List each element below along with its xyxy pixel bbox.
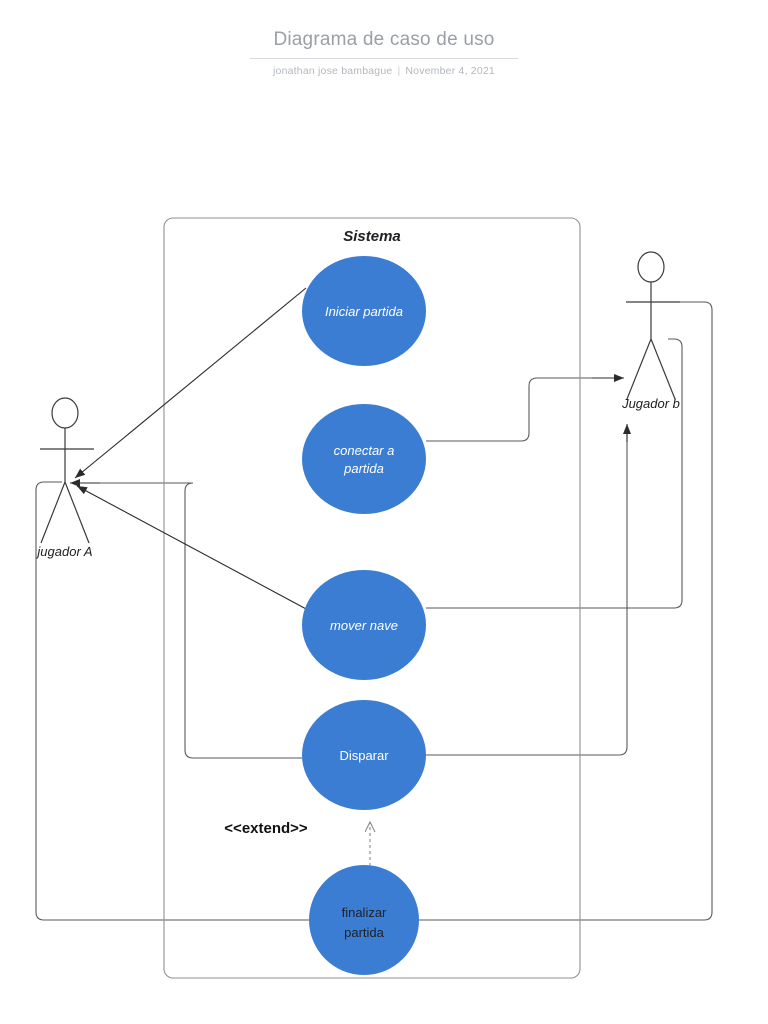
- edge-finalizar-to-jugador-b: [418, 301, 713, 921]
- edge-finalizar-to-jugador-a: [35, 481, 310, 921]
- edge-mover-to-jugador-a: [76, 485, 309, 611]
- actor-head-icon: [51, 397, 79, 429]
- use-case-iniciar-partida[interactable]: Iniciar partida: [302, 256, 426, 366]
- page-title: Diagrama de caso de uso: [273, 29, 495, 50]
- edge-iniciar-to-jugador-a: [74, 287, 307, 479]
- document-author: jonathan jose bambague: [273, 65, 393, 77]
- use-case-shape: [302, 404, 426, 514]
- title-divider: [250, 58, 518, 59]
- actor-label: jugador A: [35, 544, 92, 559]
- use-case-shape: [302, 570, 426, 680]
- use-case-label: Disparar: [339, 748, 389, 763]
- document-subtitle: jonathan jose bambague | November 4, 2021: [0, 65, 768, 77]
- use-case-label: Iniciar partida: [325, 304, 403, 319]
- actor-jugador-a[interactable]: jugador A: [35, 397, 94, 559]
- use-case-disparar[interactable]: Disparar: [302, 700, 426, 810]
- document-date: November 4, 2021: [405, 65, 495, 77]
- use-case-shape: [309, 865, 419, 975]
- edge-disparar-to-jugador-b: [426, 432, 628, 756]
- system-boundary: [163, 217, 581, 979]
- edge-conectar-to-jugador-b: [426, 377, 610, 442]
- use-case-conectar-a-partida[interactable]: conectar a partida: [302, 404, 426, 514]
- use-case-label-line1: conectar a: [334, 443, 395, 458]
- actor-label: Jugador b: [621, 396, 680, 411]
- use-case-label-line2: partida: [343, 461, 384, 476]
- actor-head-icon: [637, 251, 665, 283]
- actor-leg-left-icon: [40, 481, 66, 544]
- system-boundary-label: Sistema: [343, 228, 401, 245]
- use-case-mover-nave[interactable]: mover nave: [302, 570, 426, 680]
- use-case-shape: [302, 700, 426, 810]
- use-case-label-line1: finalizar: [342, 905, 387, 920]
- use-case-finalizar-partida[interactable]: finalizar partida: [309, 865, 419, 975]
- subtitle-separator: |: [397, 65, 401, 77]
- actor-leg-right-icon: [64, 481, 90, 544]
- edge-mover-to-jugador-b: [426, 338, 683, 609]
- actor-leg-left-icon: [626, 338, 652, 400]
- use-case-label: mover nave: [330, 618, 398, 633]
- document-header: Diagrama de caso de uso jonathan jose ba…: [0, 28, 768, 77]
- edge-disparar-to-jugador-a: [80, 482, 302, 759]
- actor-leg-right-icon: [650, 338, 676, 400]
- use-case-shape: [302, 256, 426, 366]
- actor-jugador-b[interactable]: Jugador b: [621, 251, 680, 411]
- use-case-label-line2: partida: [344, 925, 385, 940]
- extend-stereotype-label: <<extend>>: [224, 820, 308, 837]
